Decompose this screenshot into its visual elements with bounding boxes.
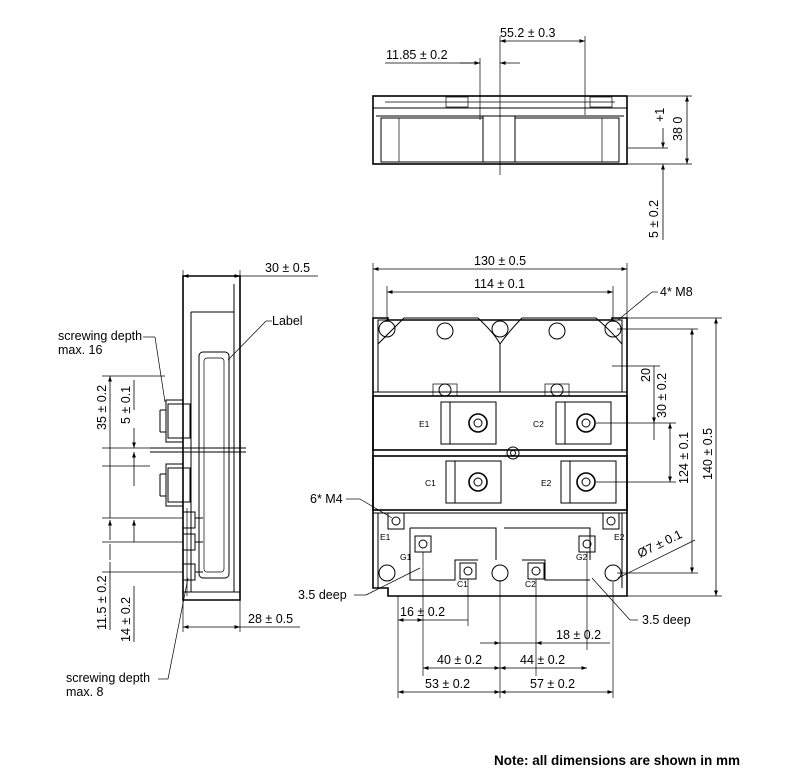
terminal-aux-e2: E2 [614,532,625,542]
dim-53-label: 53 ± 0.2 [425,677,470,691]
dim-140-label: 140 ± 0.5 [701,428,715,480]
dim-5-side-label: 5 ± 0.1 [119,386,133,424]
dim-14-label: 14 ± 0.2 [119,597,133,642]
dim-38-value-label: 38 0 [671,117,685,141]
dim-18-label: 18 ± 0.2 [556,628,601,642]
dim-11-85-label: 11.85 ± 0.2 [386,48,448,62]
terminal-aux-g2: G2 [576,552,588,562]
terminal-aux-e1: E1 [380,532,391,542]
dim-16-label: 16 ± 0.2 [400,605,445,619]
dim-30-front-label: 30 ± 0.2 [655,373,669,418]
dim-40-label: 40 ± 0.2 [437,653,482,667]
dim-38-plus-label: +1 [653,108,667,122]
dim-44-label: 44 ± 0.2 [520,653,565,667]
dim-114-label: 114 ± 0.1 [474,277,525,291]
terminal-c2-upper: C2 [533,419,544,429]
terminal-c1-lower: C1 [425,478,436,488]
dim-20-label: 20 [639,368,653,382]
side-view: 30 ± 0.5 Label screwing depth max. 16 35… [58,261,318,699]
dim-57-label: 57 ± 0.2 [530,677,575,691]
terminal-aux-g1: G1 [400,552,412,562]
deep-right-callout: 3.5 deep [642,613,691,627]
dim-28-label: 28 ± 0.5 [248,612,293,626]
side-view-outline [150,275,246,601]
m4-callout: 6* M4 [310,492,343,506]
label-callout: Label [272,314,303,328]
dim-124-label: 124 ± 0.1 [677,432,691,484]
terminal-aux-c1: C1 [457,579,468,589]
dim-130-label: 130 ± 0.5 [474,254,526,268]
screw-depth-8-line2: max. 8 [66,685,104,699]
terminal-aux-c2: C2 [525,579,536,589]
screw-depth-16-line1: screwing depth [58,329,142,343]
screw-depth-8-line1: screwing depth [66,671,150,685]
screw-depth-16-line2: max. 16 [58,343,103,357]
dim-5-top-label: 5 ± 0.2 [647,200,661,238]
front-view-outline [372,317,628,597]
dim-30-side-label: 30 ± 0.5 [265,261,310,275]
units-footnote: Note: all dimensions are shown in mm [494,753,740,768]
dim-11-5-label: 11.5 ± 0.2 [95,575,109,630]
dim-55-2-label: 55.2 ± 0.3 [500,26,556,40]
front-view: E1 C2 C1 E2 E1 E2 G1 G2 C1 C2 130 ± 0.5 … [298,254,722,698]
m8-callout: 4* M8 [660,285,693,299]
deep-left-callout: 3.5 deep [298,588,347,602]
dim-phi7-label: Ø7 ± 0.1 [635,527,684,561]
terminal-e1-upper: E1 [419,419,430,429]
dim-35-label: 35 ± 0.2 [95,385,109,430]
terminal-e2-lower: E2 [541,478,552,488]
top-view: 55.2 ± 0.3 11.85 ± 0.2 +1 38 0 5 ± 0.2 [372,26,692,240]
